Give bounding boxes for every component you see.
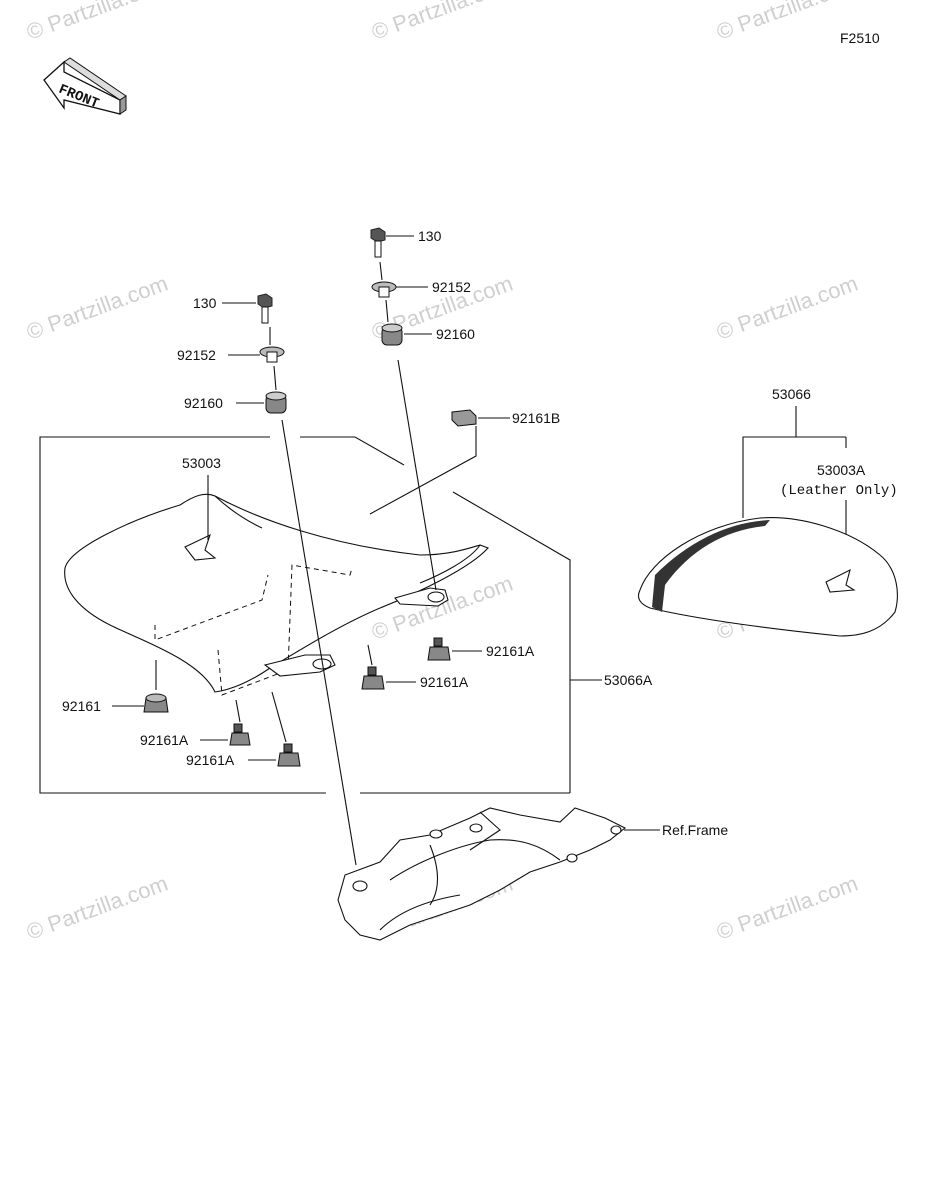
label-92161A-1: 92161A: [140, 732, 189, 748]
watermark: © Partzilla.com: [368, 0, 516, 45]
label-92161A-3: 92161A: [420, 674, 469, 690]
label-92152-left: 92152: [177, 347, 216, 363]
front-arrow-icon: FRONT: [43, 57, 127, 115]
ref-frame: Ref.Frame: [337, 807, 728, 941]
part-92161B: 92161B: [369, 409, 560, 515]
leather-seat: 53066 53003A (Leather Only): [637, 386, 898, 637]
watermark: © Partzilla.com: [23, 0, 171, 45]
figure-code: F2510: [840, 30, 880, 46]
label-92160-left: 92160: [184, 395, 223, 411]
label-92152-right: 92152: [432, 279, 471, 295]
label-53066: 53066: [772, 386, 811, 402]
label-130-right: 130: [418, 228, 442, 244]
assembly-frame: 53066A: [39, 436, 653, 794]
watermark: © Partzilla.com: [713, 271, 861, 345]
watermark: © Partzilla.com: [713, 871, 861, 945]
left-fastener-stack: 130 92152 92160: [177, 293, 357, 866]
label-leather-only: (Leather Only): [780, 483, 898, 499]
label-53003: 53003: [182, 455, 221, 471]
label-130-left: 130: [193, 295, 217, 311]
label-92161A-4: 92161A: [486, 643, 535, 659]
right-fastener-stack: 130 92152 92160: [370, 227, 475, 591]
label-53066A: 53066A: [604, 672, 653, 688]
watermark: © Partzilla.com: [713, 0, 861, 45]
watermark-layer: © Partzilla.com © Partzilla.com © Partzi…: [23, 0, 861, 945]
label-92161B: 92161B: [512, 410, 560, 426]
seat-body: 53003: [64, 455, 489, 696]
watermark: © Partzilla.com: [23, 871, 171, 945]
label-92161A-2: 92161A: [186, 752, 235, 768]
damper-parts: 92161 92161A 92161A 92161A 92161A: [62, 637, 535, 768]
watermark: © Partzilla.com: [23, 271, 171, 345]
label-92160-right: 92160: [436, 326, 475, 342]
label-ref-frame: Ref.Frame: [662, 822, 728, 838]
label-92161: 92161: [62, 698, 101, 714]
label-53003A: 53003A: [817, 462, 866, 478]
